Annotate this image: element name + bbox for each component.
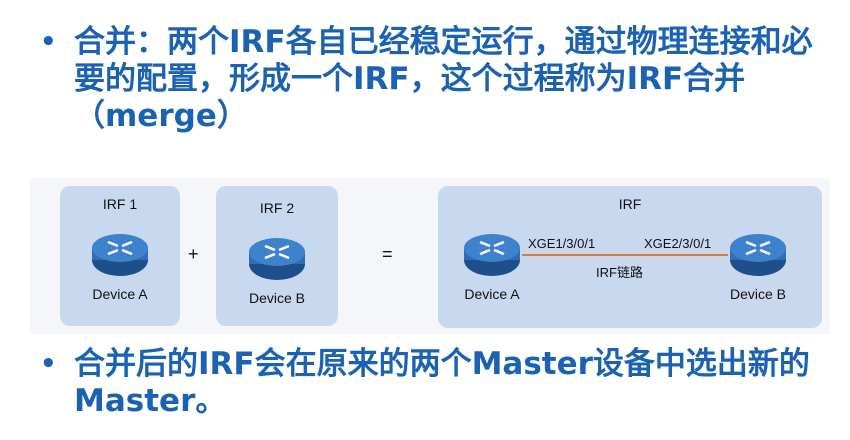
irf-merge-diagram: IRF 1 Device A + IRF 2 Device B = IRF XG… [30, 178, 830, 334]
router-icon [464, 234, 520, 276]
merged-irf-title: IRF [618, 196, 642, 212]
router-icon [92, 234, 148, 276]
bullet-dot: • [40, 349, 57, 379]
bullet-new-master: • 合并后的IRF会在原来的两个Master设备中选出新的Master。 [40, 346, 830, 420]
bullet-dot: • [40, 27, 57, 57]
irf2-device-label: Device B [248, 290, 306, 306]
plus-sign: + [188, 244, 199, 264]
bullet-text: 合并后的IRF会在原来的两个Master设备中选出新的Master。 [74, 346, 810, 419]
merged-device-b-label: Device B [729, 286, 787, 302]
port-right-label: XGE2/3/0/1 [644, 236, 712, 251]
merged-device-a-label: Device A [464, 286, 520, 302]
irf-link-line [522, 254, 728, 256]
router-icon [249, 238, 305, 280]
irf2-title: IRF 2 [259, 200, 295, 216]
bullet-text: 合并：两个IRF各自已经稳定运行，通过物理连接和必要的配置，形成一个IRF，这个… [74, 24, 813, 134]
bullet-merge-definition: • 合并：两个IRF各自已经稳定运行，通过物理连接和必要的配置，形成一个IRF，… [40, 24, 830, 135]
port-left-label: XGE1/3/0/1 [528, 236, 596, 251]
irf-link-label: IRF链路 [596, 265, 643, 280]
irf1-title: IRF 1 [102, 196, 138, 212]
equals-sign: = [382, 244, 393, 264]
router-icon [730, 234, 786, 276]
irf1-device-label: Device A [92, 286, 148, 302]
